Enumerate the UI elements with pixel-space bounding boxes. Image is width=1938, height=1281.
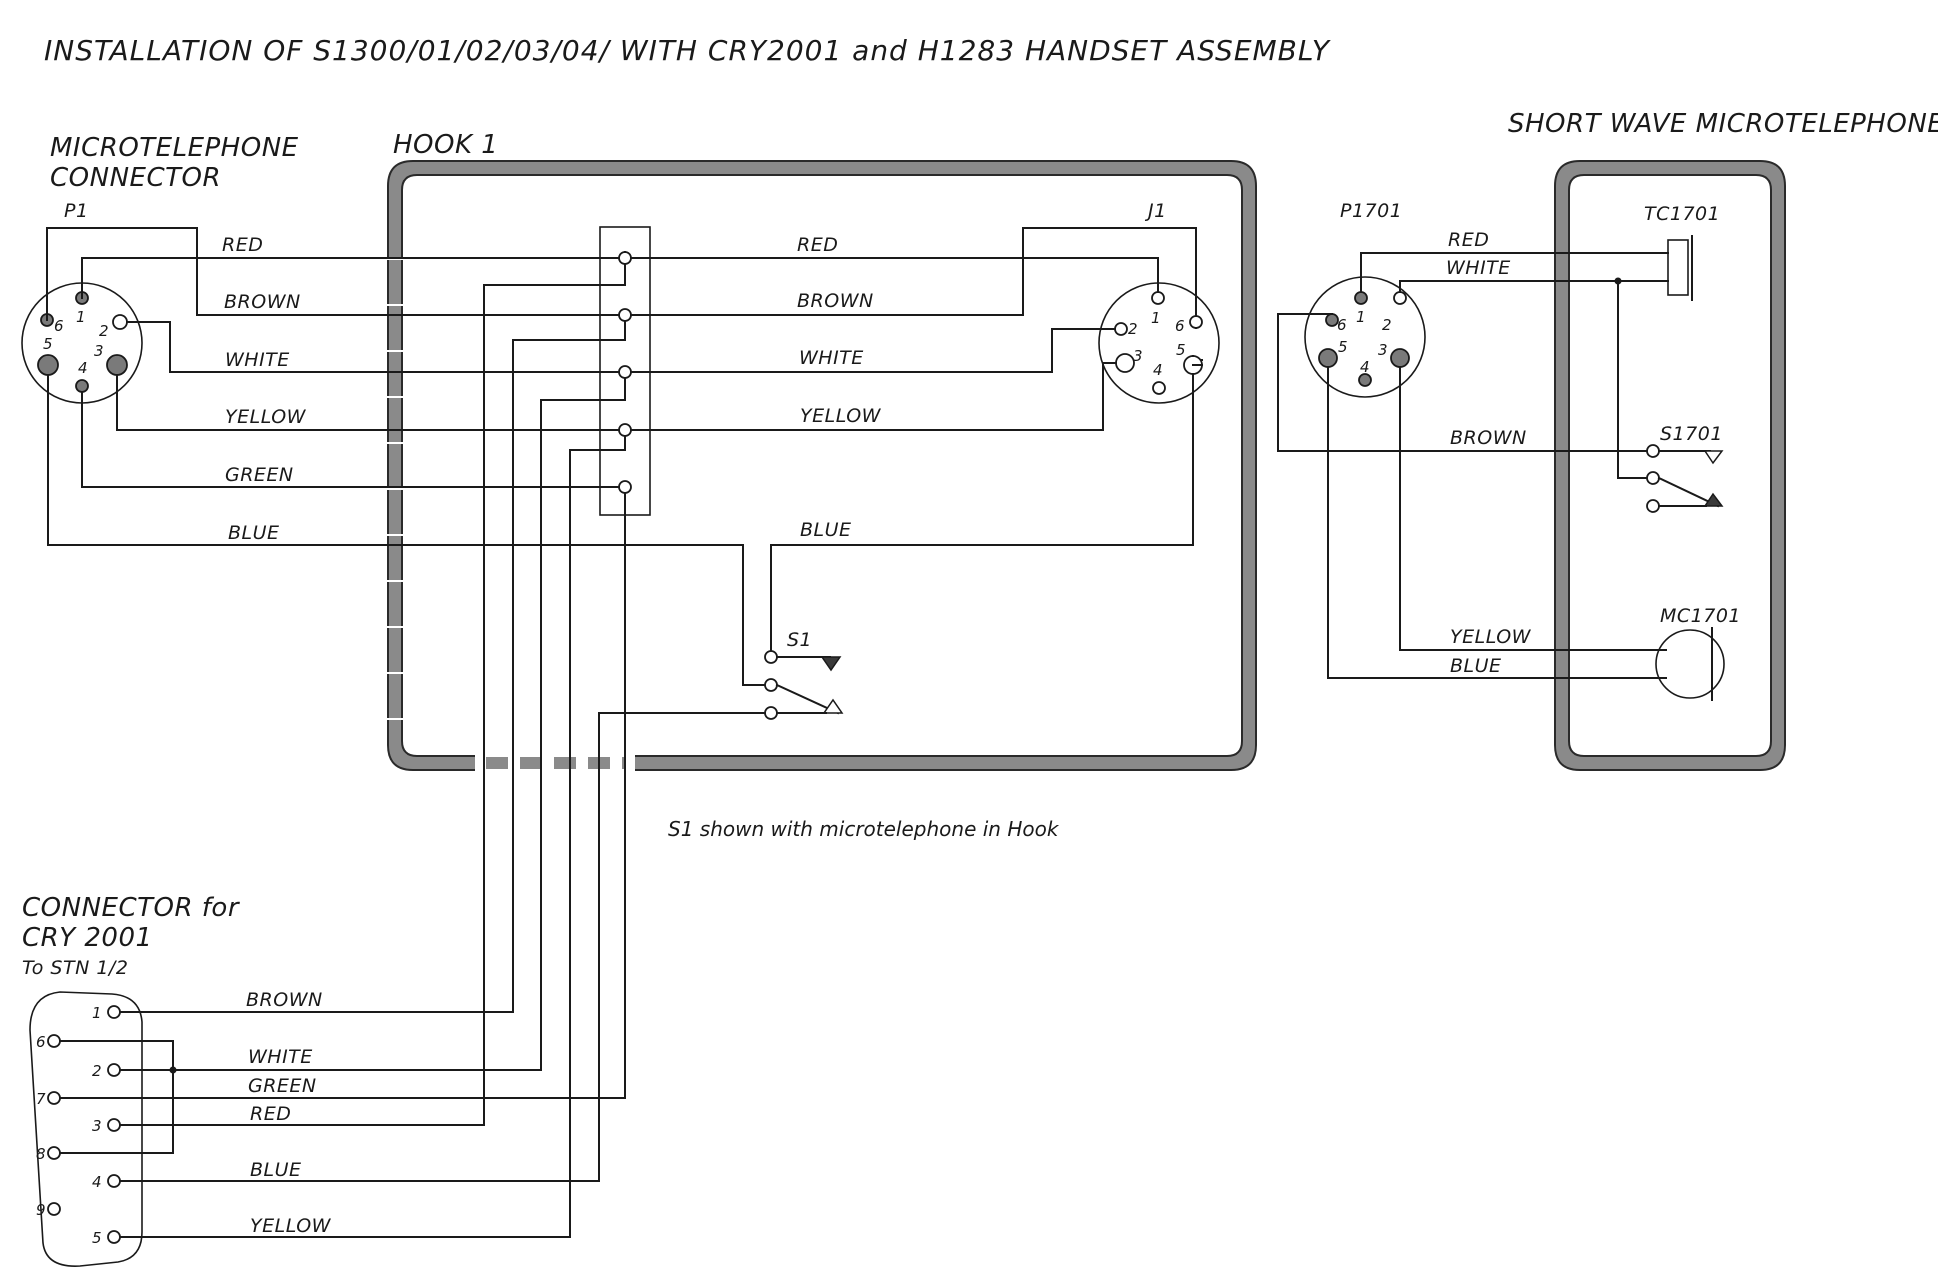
p1-ref: P1: [64, 200, 89, 222]
p1-wire-blue-label: BLUE: [228, 522, 280, 544]
diagram-title: INSTALLATION OF S1300/01/02/03/04/ WITH …: [44, 34, 1331, 67]
p1-pin-5-label: 5: [43, 335, 53, 353]
cry-wire-blue-label: BLUE: [250, 1159, 302, 1181]
j1-pin-1: [1151, 291, 1165, 305]
p1701-pin-6-label: 6: [1337, 316, 1347, 334]
p1701-pin-2: [1393, 291, 1407, 305]
j1-pin-5-label: 5: [1176, 341, 1186, 359]
db9-pin-3-label: 3: [92, 1117, 102, 1135]
j1-pin-1-label: 1: [1151, 309, 1161, 327]
p1701-pin-5-label: 5: [1338, 338, 1348, 356]
p1701-pin-1: [1354, 291, 1368, 305]
mic-connector-label-1: MICROTELEPHONE: [50, 133, 299, 163]
hook-wire-white-label: WHITE: [799, 347, 864, 369]
p1-wire-red-label: RED: [222, 234, 263, 256]
j1-pin-6: [1189, 315, 1203, 329]
cry-wire-red-label: RED: [250, 1103, 291, 1125]
j1-pin-4-label: 4: [1153, 361, 1163, 379]
p1-wire-yellow-label: YELLOW: [225, 406, 307, 428]
cry-label-1: CONNECTOR for: [22, 893, 241, 923]
s1-note: S1 shown with microtelephone in Hook: [668, 817, 1060, 841]
db9-pin-1-label: 1: [92, 1004, 102, 1022]
hook-box: [387, 160, 1257, 771]
hook-wires: [630, 227, 1203, 658]
hook-wire-brown-label: BROWN: [797, 290, 874, 312]
p1-wire-brown-label: BROWN: [224, 291, 301, 313]
cry-label-2: CRY 2001: [22, 923, 153, 953]
terminal-4: [618, 423, 632, 437]
p1701-pin-2-label: 2: [1382, 316, 1392, 334]
p1701-pin-1-label: 1: [1356, 308, 1366, 326]
db9-pin-2-label: 2: [92, 1062, 102, 1080]
mic-connector-label-2: CONNECTOR: [50, 163, 221, 193]
p1-wires: [46, 227, 767, 686]
sw-wire-yellow-label: YELLOW: [1450, 626, 1532, 648]
sw-wire-white-label: WHITE: [1446, 257, 1511, 279]
p1-pin-2: [112, 314, 128, 330]
short-wave-box: [1554, 160, 1786, 771]
sw-wire-red-label: RED: [1448, 229, 1489, 251]
p1701-pin-3: [1390, 348, 1410, 368]
db9-pin-5-label: 5: [92, 1229, 102, 1247]
db9-connector: 1 2 3 4 5 6 7 8 9: [29, 991, 177, 1267]
s1-label: S1: [787, 629, 812, 651]
p1-pin-1-label: 1: [76, 308, 86, 326]
s1701-switch: [1646, 444, 1724, 513]
cry-label-3: To STN 1/2: [22, 957, 128, 979]
s1-switch: [764, 650, 844, 720]
short-wave-label: SHORT WAVE MICROTELEPHONE: [1508, 109, 1938, 139]
p1-pin-5: [37, 354, 59, 376]
s1701-label: S1701: [1660, 423, 1723, 445]
cry-wire-yellow-label: YELLOW: [250, 1215, 332, 1237]
sw-wire-brown-label: BROWN: [1450, 427, 1527, 449]
hook-wire-blue-label: BLUE: [800, 519, 852, 541]
hook-label: HOOK 1: [393, 130, 498, 160]
p1701-pin-4-label: 4: [1360, 358, 1370, 376]
p1-pin-6-label: 6: [54, 317, 64, 335]
p1-wire-white-label: WHITE: [225, 349, 290, 371]
p1701-connector: 1 2 3 4 5 6: [1304, 276, 1426, 398]
j1-pin-3: [1115, 353, 1135, 373]
p1-pin-2-label: 2: [99, 322, 109, 340]
p1-pin-3: [106, 354, 128, 376]
p1-pin-4-label: 4: [78, 359, 88, 377]
db9-pin-9-label: 9: [36, 1201, 46, 1219]
p1-wire-green-label: GREEN: [225, 464, 294, 486]
db9-pin-7-label: 7: [36, 1090, 46, 1108]
j1-pin-4: [1152, 381, 1166, 395]
j1-pin-2: [1114, 322, 1128, 336]
p1701-pin-5: [1318, 348, 1338, 368]
mc1701-microphone: [1655, 627, 1725, 701]
terminal-1: [618, 251, 632, 265]
tc1701-earpiece: [1667, 235, 1693, 301]
j1-pin-6-label: 6: [1175, 317, 1185, 335]
sw-wire-blue-label: BLUE: [1450, 655, 1502, 677]
hook-wire-red-label: RED: [797, 234, 838, 256]
p1701-pin-3-label: 3: [1378, 341, 1388, 359]
terminal-2: [618, 308, 632, 322]
db9-pin-8-label: 8: [36, 1145, 46, 1163]
db9-pin-4-label: 4: [92, 1173, 102, 1191]
cry-vertical-wires: [59, 251, 766, 1238]
short-wave-wires: [1277, 252, 1669, 679]
p1-connector: 6 1 2 3 4 5: [21, 282, 143, 404]
j1-ref: J1: [1144, 200, 1167, 222]
p1-pin-4: [75, 379, 89, 393]
j1-connector: 1 2 3 4 5 6: [1098, 282, 1220, 404]
p1-pin-3-label: 3: [94, 342, 104, 360]
p1701-pin-4: [1358, 373, 1372, 387]
cry-wire-brown-label: BROWN: [246, 989, 323, 1011]
j1-pin-2-label: 2: [1128, 320, 1138, 338]
cry-wire-green-label: GREEN: [248, 1075, 317, 1097]
db9-pin-6-label: 6: [36, 1033, 46, 1051]
cry-wire-white-label: WHITE: [248, 1046, 313, 1068]
mc1701-label: MC1701: [1660, 605, 1741, 627]
j1-pin-3-label: 3: [1133, 347, 1143, 365]
terminal-5: [618, 480, 632, 494]
tc1701-label: TC1701: [1644, 203, 1720, 225]
hook-wire-yellow-label: YELLOW: [800, 405, 882, 427]
p1701-ref: P1701: [1340, 200, 1402, 222]
terminal-3: [618, 365, 632, 379]
